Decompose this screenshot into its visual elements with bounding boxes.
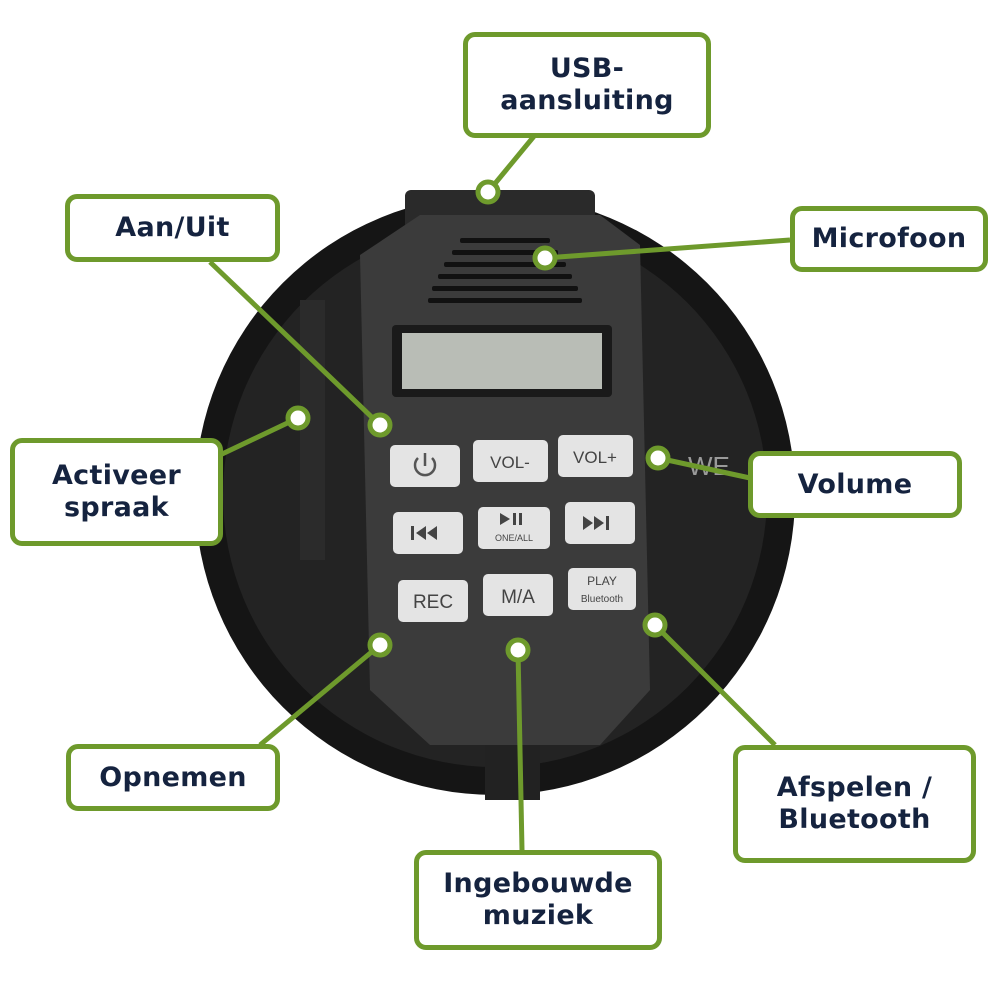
ma-button[interactable]: M/A <box>483 574 553 616</box>
dot-music <box>505 637 531 663</box>
label-volume: Volume <box>748 451 962 518</box>
label-voice: Activeer spraak <box>10 438 223 546</box>
ma-label: M/A <box>501 587 535 608</box>
label-microphone: Microfoon <box>790 206 988 272</box>
label-play: Afspelen / Bluetooth <box>733 745 976 863</box>
connector-microphone <box>544 237 791 261</box>
label-music: Ingebouwde muziek <box>414 850 662 950</box>
next-button[interactable] <box>565 502 635 544</box>
connector-lines <box>208 133 791 851</box>
play-label: PLAY <box>587 574 617 588</box>
vol-down-button[interactable]: VOL- <box>473 440 548 482</box>
play-pause-sublabel: ONE/ALL <box>495 533 533 543</box>
bluetooth-label: Bluetooth <box>581 594 623 605</box>
connector-dots <box>285 179 671 663</box>
connector-play <box>653 623 777 747</box>
vol-down-label: VOL- <box>490 453 530 472</box>
microphone-grill <box>428 238 582 303</box>
label-record: Opnemen <box>66 744 280 811</box>
skip-forward-icon <box>583 516 609 530</box>
dot-record <box>367 632 393 658</box>
power-icon <box>413 453 437 477</box>
dot-usb <box>475 179 501 205</box>
rec-button[interactable]: REC <box>398 580 468 622</box>
label-usb: USB- aansluiting <box>463 32 711 138</box>
skip-back-icon <box>411 526 437 540</box>
connector-volume <box>657 455 751 481</box>
dot-power <box>367 412 393 438</box>
play-pause-button[interactable]: ONE/ALL <box>478 507 550 549</box>
vol-up-label: VOL+ <box>573 448 617 467</box>
connector-voice <box>218 415 300 458</box>
dot-volume <box>645 445 671 471</box>
dot-play <box>642 612 668 638</box>
dot-microphone <box>532 245 558 271</box>
play-pause-icon <box>500 513 522 525</box>
dot-voice <box>285 405 311 431</box>
side-grip <box>300 300 325 560</box>
rec-label: REC <box>413 592 453 613</box>
label-power: Aan/Uit <box>65 194 280 262</box>
connector-music <box>515 649 525 851</box>
connector-record <box>258 643 382 747</box>
previous-button[interactable] <box>393 512 463 554</box>
lcd-display <box>402 333 602 389</box>
connector-power <box>208 260 382 427</box>
vol-up-button[interactable]: VOL+ <box>558 435 633 477</box>
power-button[interactable] <box>390 445 460 487</box>
play-bluetooth-button[interactable]: PLAY Bluetooth <box>568 568 636 610</box>
